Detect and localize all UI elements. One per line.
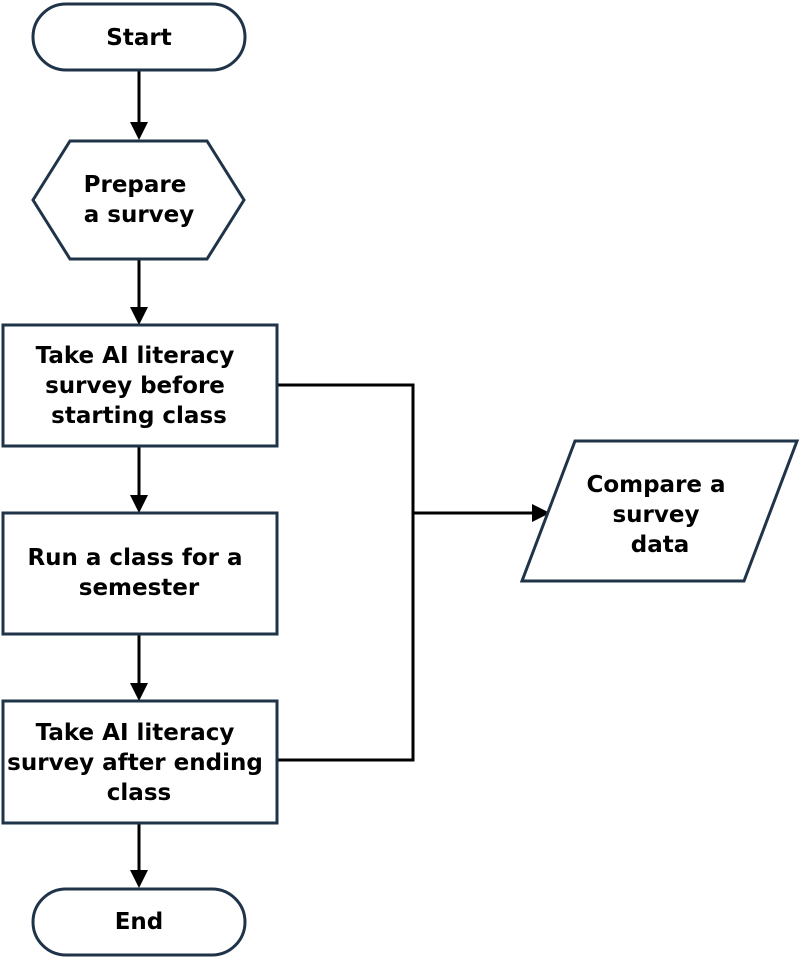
edge-pre-survey-to-compare	[277, 383, 415, 513]
process-shape	[1, 511, 279, 636]
node-post-survey-line-1: Take AI literacy	[36, 720, 235, 746]
node-compare-label: Compare a survey data	[586, 472, 733, 558]
hexagon-shape	[31, 139, 246, 261]
node-pre-survey: Take AI literacy survey before starting …	[1, 323, 279, 448]
data-parallelogram-shape	[519, 439, 800, 583]
arrowhead-post-survey	[130, 683, 148, 701]
node-run-class: Run a class for a semester	[1, 511, 279, 636]
node-end-label: End	[115, 909, 164, 935]
node-pre-survey-line-3: starting class	[51, 403, 227, 429]
node-end-line-1: End	[115, 909, 164, 935]
node-prepare: Prepare a survey	[31, 139, 246, 261]
node-run-class-line-1: Run a class for a	[27, 545, 242, 571]
arrowhead-prepare	[130, 122, 148, 140]
node-compare-line-1: Compare a	[586, 472, 725, 498]
arrowhead-compare	[532, 504, 550, 522]
arrowhead-pre-survey	[130, 307, 148, 325]
arrowhead-end	[130, 870, 148, 888]
node-post-survey-line-2: survey after ending	[7, 750, 263, 776]
node-post-survey-label: Take AI literacy survey after ending cla…	[7, 720, 271, 806]
node-start-line-1: Start	[106, 25, 171, 51]
node-compare-line-2: survey	[612, 502, 699, 528]
edge-post-survey-to-compare	[277, 513, 415, 762]
process-shape	[1, 323, 279, 448]
node-run-class-line-2: semester	[79, 575, 200, 601]
node-compare: Compare a survey data	[519, 439, 800, 583]
node-prepare-line-2: a survey	[84, 202, 195, 228]
node-pre-survey-line-2: survey before	[45, 373, 225, 399]
connectors	[130, 70, 550, 888]
terminator-shape	[31, 2, 247, 72]
node-pre-survey-line-1: Take AI literacy	[36, 343, 235, 369]
terminator-shape	[31, 887, 247, 957]
node-end: End	[31, 887, 247, 957]
node-run-class-label: Run a class for a semester	[27, 545, 250, 601]
node-prepare-line-1: Prepare	[84, 172, 187, 198]
process-shape	[1, 699, 279, 825]
node-prepare-label: Prepare a survey	[84, 172, 195, 228]
node-pre-survey-label: Take AI literacy survey before starting …	[36, 343, 243, 429]
node-post-survey: Take AI literacy survey after ending cla…	[1, 699, 279, 825]
node-post-survey-line-3: class	[107, 780, 171, 806]
arrowhead-run-class	[130, 495, 148, 513]
node-compare-line-3: data	[631, 532, 690, 558]
node-start-label: Start	[106, 25, 171, 51]
node-start: Start	[31, 2, 247, 72]
